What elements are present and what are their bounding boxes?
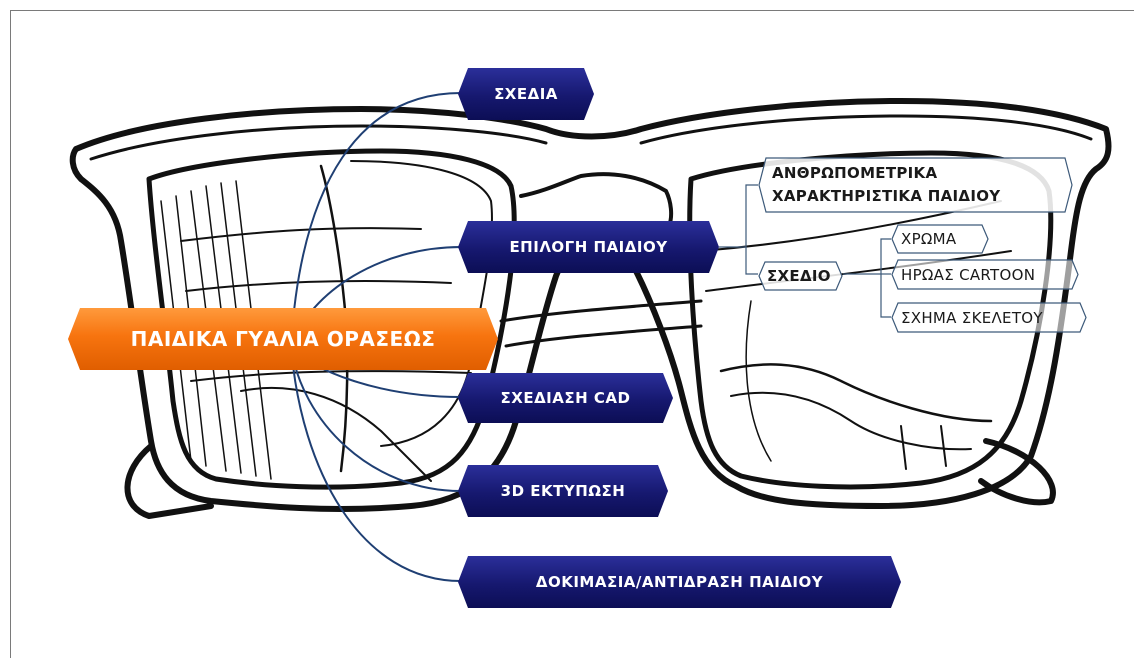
branch-cad-design-label: ΣΧΕΔΙΑΣΗ CAD [501,389,631,407]
subtopic-frame-shape[interactable]: ΣΧΗΜΑ ΣΚΕΛΕΤΟΥ [891,302,1087,333]
subtopic-frame-shape-label: ΣΧΗΜΑ ΣΚΕΛΕΤΟΥ [901,309,1043,327]
subtopic-anthropometric-line1: ΑΝΘΡΩΠΟΜΕΤΡΙΚΑ [772,164,937,182]
central-topic-label: ΠΑΙΔΙΚΑ ΓΥΑΛΙΑ ΟΡΑΣΕΩΣ [131,327,436,351]
subtopic-design-label: ΣΧΕΔΙΟ [767,267,831,285]
subtopic-color[interactable]: ΧΡΩΜΑ [891,224,989,254]
branch-child-test-reaction-label: ΔΟΚΙΜΑΣΙΑ/ΑΝΤΙΔΡΑΣΗ ΠΑΙΔΙΟΥ [536,573,823,591]
branch-child-selection-label: ΕΠΙΛΟΓΗ ΠΑΙΔΙΟΥ [509,238,667,256]
subtopic-cartoon-hero-label: ΗΡΩΑΣ CARTOON [901,266,1035,284]
branch-child-test-reaction[interactable]: ΔΟΚΙΜΑΣΙΑ/ΑΝΤΙΔΡΑΣΗ ΠΑΙΔΙΟΥ [458,556,901,608]
branch-designs[interactable]: ΣΧΕΔΙΑ [458,68,594,120]
subtopic-anthropometric[interactable]: ΑΝΘΡΩΠΟΜΕΤΡΙΚΑ ΧΑΡΑΚΤΗΡΙΣΤΙΚΑ ΠΑΙΔΙΟΥ [758,157,1073,213]
branch-child-selection[interactable]: ΕΠΙΛΟΓΗ ΠΑΙΔΙΟΥ [458,221,719,273]
subtopic-cartoon-hero[interactable]: ΗΡΩΑΣ CARTOON [891,259,1079,290]
branch-designs-label: ΣΧΕΔΙΑ [494,85,558,103]
branch-cad-design[interactable]: ΣΧΕΔΙΑΣΗ CAD [458,373,673,423]
central-topic[interactable]: ΠΑΙΔΙΚΑ ΓΥΑΛΙΑ ΟΡΑΣΕΩΣ [68,308,498,370]
subtopic-design[interactable]: ΣΧΕΔΙΟ [758,261,843,291]
subtopic-anthropometric-line2: ΧΑΡΑΚΤΗΡΙΣΤΙΚΑ ΠΑΙΔΙΟΥ [772,187,1000,205]
branch-3d-printing[interactable]: 3D ΕΚΤΥΠΩΣΗ [458,465,668,517]
mindmap-canvas: ΠΑΙΔΙΚΑ ΓΥΑΛΙΑ ΟΡΑΣΕΩΣ ΣΧΕΔΙΑ ΕΠΙΛΟΓΗ ΠΑ… [10,10,1134,658]
subtopic-color-label: ΧΡΩΜΑ [901,230,957,248]
branch-3d-printing-label: 3D ΕΚΤΥΠΩΣΗ [501,482,626,500]
